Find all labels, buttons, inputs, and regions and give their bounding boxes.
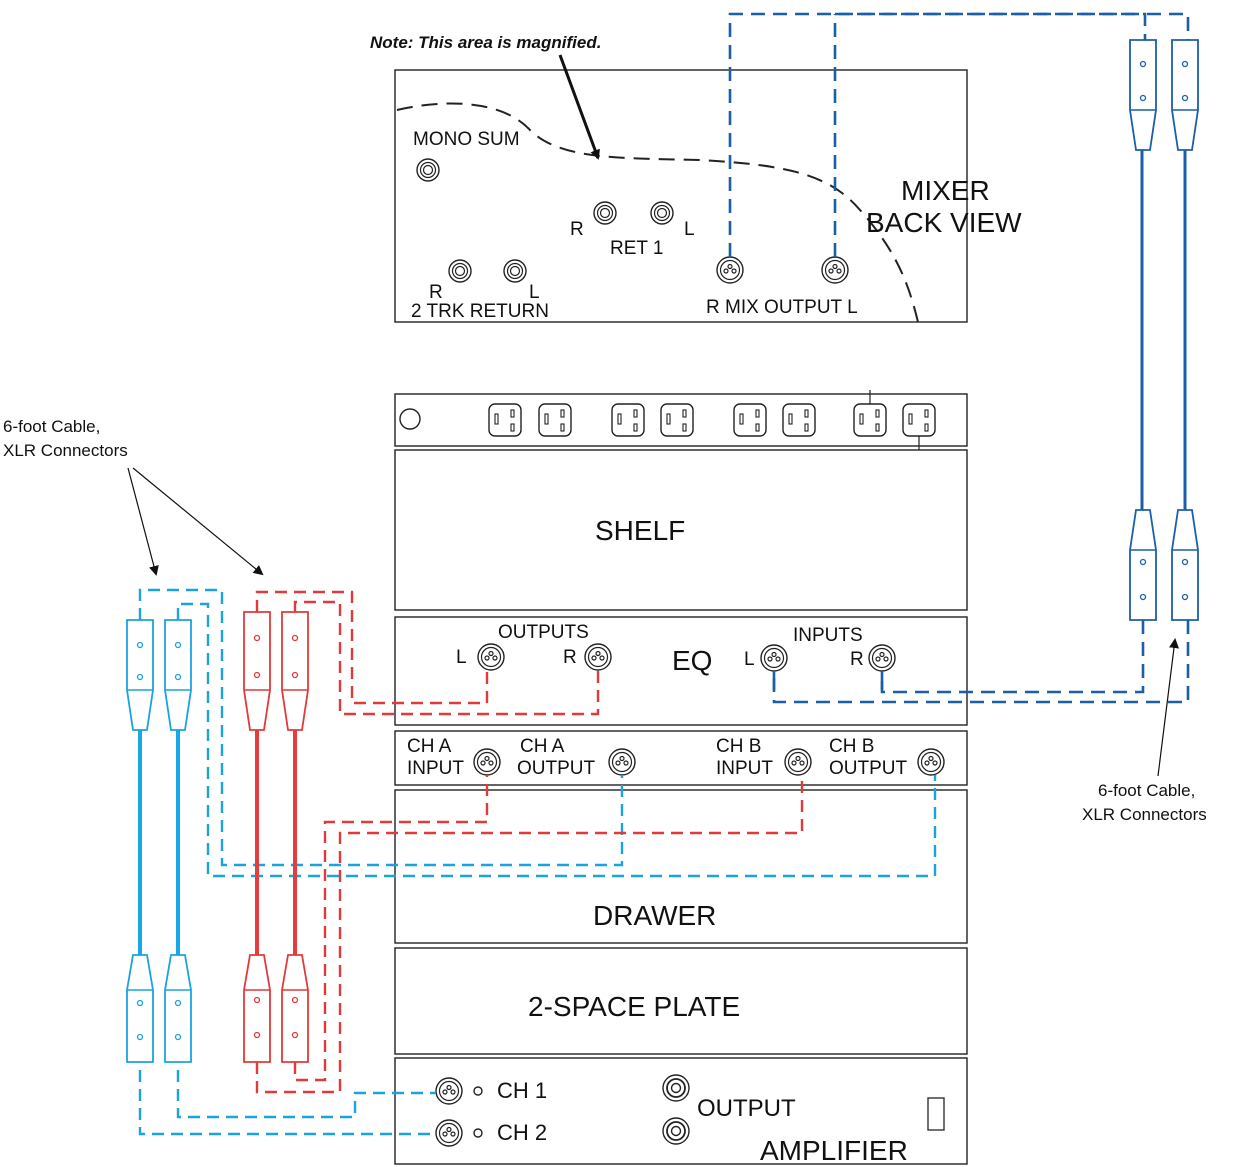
callout-right-line1: 6-foot Cable, xyxy=(1098,781,1195,800)
plate-label: 2-SPACE PLATE xyxy=(528,991,740,1022)
mixer-cable-bottom-connector xyxy=(1171,509,1199,621)
eq-out-l-label: L xyxy=(456,647,467,668)
eq-unit: EQ OUTPUTS INPUTS L R L R xyxy=(394,616,968,726)
red-cable-bottom-connector xyxy=(281,954,309,1063)
trk-l-label: L xyxy=(529,282,540,303)
outlet-icon xyxy=(902,403,936,437)
cha-output-label-2: OUTPUT xyxy=(517,758,596,779)
chb-output-label-2: OUTPUT xyxy=(829,758,908,779)
mix-output-label: R MIX OUTPUT L xyxy=(706,297,858,318)
mixer-cable-top-connector xyxy=(1171,39,1199,151)
chb-input-xlr xyxy=(784,748,812,776)
red-cables xyxy=(243,590,804,1094)
mixer-cable-bottom-connector xyxy=(1129,509,1157,621)
mixer-cable-top-connector xyxy=(1129,39,1157,151)
callout-left-line1: 6-foot Cable, xyxy=(3,417,100,436)
eq-outputs-label: OUTPUTS xyxy=(498,622,589,643)
amp-output-bnc xyxy=(662,1074,690,1102)
cha-output-xlr xyxy=(608,748,636,776)
drawer-label: DRAWER xyxy=(593,900,716,931)
amp-label: AMPLIFIER xyxy=(760,1135,908,1166)
red-cable-top-connector xyxy=(281,611,309,731)
eq-inputs-label: INPUTS xyxy=(793,625,863,646)
outlet-icon xyxy=(853,403,887,437)
amp-ch2-xlr xyxy=(435,1119,463,1147)
trk-l-jack xyxy=(503,259,527,283)
callout-right-line2: XLR Connectors xyxy=(1082,805,1207,824)
chb-input-label-2: INPUT xyxy=(716,758,773,779)
trk-return-label: 2 TRK RETURN xyxy=(411,301,549,322)
shelf-unit: SHELF xyxy=(394,449,968,611)
cyan-cable-top-connector xyxy=(126,619,154,731)
amp-ch2-label: CH 2 xyxy=(497,1120,547,1145)
mix-output-l-xlr xyxy=(821,256,849,284)
mixer-back-panel: MIXER BACK VIEW MONO SUM R L RET 1 R L 2… xyxy=(394,69,1022,323)
note-text: Note: This area is magnified. xyxy=(370,33,601,52)
eq-label: EQ xyxy=(672,645,712,676)
cyan-cable-bottom-connector xyxy=(164,954,192,1063)
mix-output-r-xlr xyxy=(716,256,744,284)
eq-out-r-xlr xyxy=(584,643,612,671)
mixer-title-2: BACK VIEW xyxy=(866,207,1022,238)
mixer-cables xyxy=(728,12,1199,704)
callout-left: 6-foot Cable, XLR Connectors xyxy=(3,417,264,576)
outlet-icon xyxy=(611,403,645,437)
callout-left-line2: XLR Connectors xyxy=(3,441,128,460)
eq-in-l-xlr xyxy=(760,644,788,672)
mono-sum-label: MONO SUM xyxy=(413,129,520,150)
chb-output-label-1: CH B xyxy=(829,736,874,757)
cha-output-label-1: CH A xyxy=(520,736,565,757)
magnify-boundary xyxy=(396,102,919,323)
ret1-label: RET 1 xyxy=(610,238,664,259)
power-strip xyxy=(394,390,968,454)
chb-output-xlr xyxy=(917,748,945,776)
cha-input-xlr xyxy=(473,748,501,776)
amplifier-unit: CH 1 CH 2 OUTPUT AMPLIFIER xyxy=(394,1057,968,1166)
eq-in-l-label: L xyxy=(744,649,755,670)
amp-output-label: OUTPUT xyxy=(697,1095,796,1122)
red-cable-top-connector xyxy=(243,611,271,731)
eq-in-r-xlr xyxy=(868,644,896,672)
cha-input-label-2: INPUT xyxy=(407,758,464,779)
ret1-l-jack xyxy=(650,201,674,225)
trk-r-label: R xyxy=(429,282,443,303)
power-switch-icon xyxy=(399,408,421,430)
amp-output-bnc xyxy=(662,1117,690,1145)
note-arrow xyxy=(558,54,600,160)
eq-in-r-label: R xyxy=(850,649,864,670)
amp-ch1-label: CH 1 xyxy=(497,1078,547,1103)
mixer-title-1: MIXER xyxy=(901,175,990,206)
outlet-icon xyxy=(733,403,767,437)
outlet-icon xyxy=(488,403,522,437)
outlet-icon xyxy=(782,403,816,437)
drawer-unit: DRAWER xyxy=(394,789,968,944)
cha-input-label-1: CH A xyxy=(407,736,452,757)
callout-right: 6-foot Cable, XLR Connectors xyxy=(1082,638,1207,824)
trk-r-jack xyxy=(448,259,472,283)
shelf-label: SHELF xyxy=(595,515,685,546)
eq-out-l-xlr xyxy=(477,643,505,671)
amp-power-switch xyxy=(927,1097,945,1131)
eq-out-r-label: R xyxy=(563,647,577,668)
ret1-l-label: L xyxy=(684,219,695,240)
outlet-icon xyxy=(660,403,694,437)
chb-input-label-1: CH B xyxy=(716,736,761,757)
red-cable-bottom-connector xyxy=(243,954,271,1063)
ret1-r-label: R xyxy=(570,219,584,240)
channel-panel: CH A INPUT CH A OUTPUT CH B INPUT CH B O… xyxy=(394,730,968,786)
ret1-r-jack xyxy=(593,201,617,225)
cyan-cable-top-connector xyxy=(164,619,192,731)
amp-ch1-xlr xyxy=(435,1077,463,1105)
cyan-cables xyxy=(126,588,937,1136)
cyan-cable-bottom-connector xyxy=(126,954,154,1063)
outlet-icon xyxy=(538,403,572,437)
plate-unit: 2-SPACE PLATE xyxy=(394,947,968,1055)
mono-sum-jack xyxy=(416,158,440,182)
